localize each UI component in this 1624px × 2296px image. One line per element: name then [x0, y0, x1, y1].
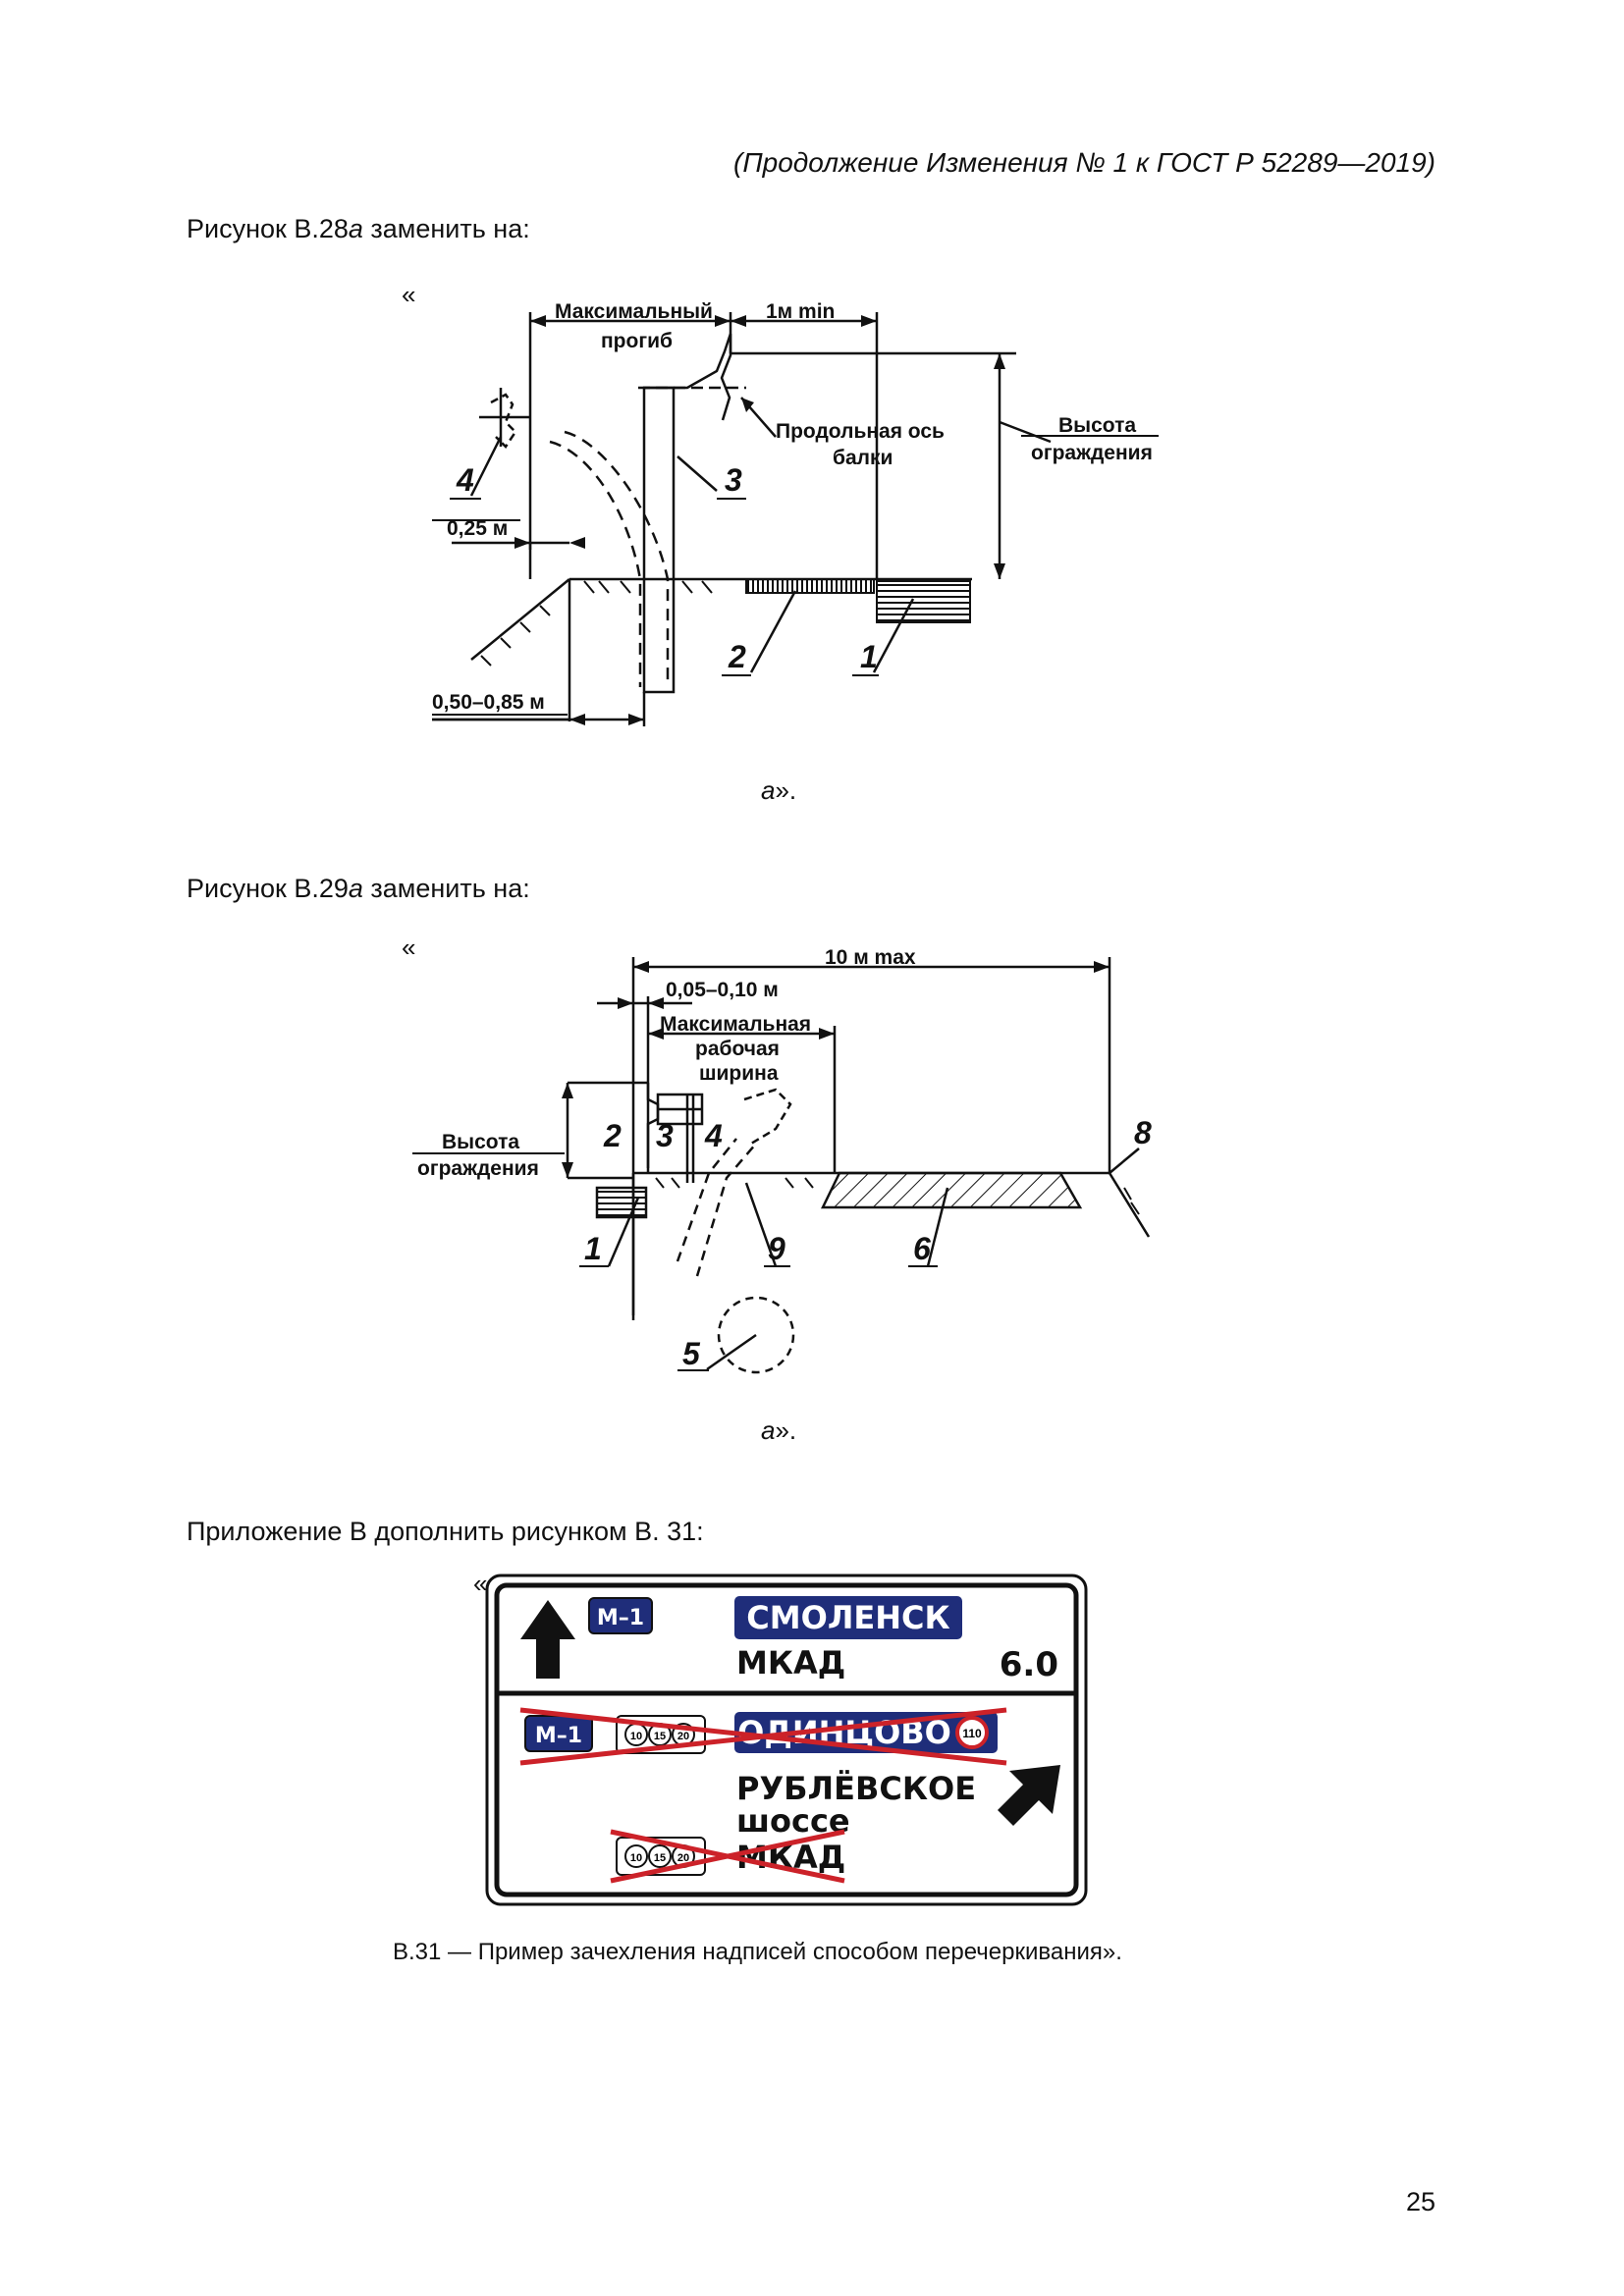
- fig29-num-9: 9: [768, 1231, 785, 1266]
- fig28-label-height: Высота: [1058, 414, 1136, 437]
- route-number-crossed: М–1: [535, 1724, 582, 1748]
- fig29-instruction: Рисунок В.29а заменить на:: [187, 874, 530, 903]
- tonnage-bottom-10: 10: [630, 1852, 642, 1864]
- tonnage-bottom-20: 20: [677, 1852, 689, 1864]
- fig28-open-quote: «: [402, 280, 416, 309]
- fig28-num-1: 1: [860, 639, 878, 674]
- fig31-open-quote: «: [473, 1569, 488, 1598]
- fig28-label-axis: Продольная ось: [776, 420, 945, 443]
- fig29-label-work2: рабочая: [695, 1038, 780, 1060]
- fig29-num-2: 2: [603, 1118, 622, 1153]
- fig29-open-quote: «: [402, 933, 416, 962]
- fig29-num-3: 3: [656, 1118, 674, 1153]
- fig28-label-max2: прогиб: [601, 330, 673, 352]
- fig29-num-8: 8: [1134, 1115, 1152, 1150]
- fig28-slope: [470, 578, 570, 661]
- fig28-instruction: Рисунок В.28а заменить на:: [187, 214, 530, 243]
- fig28-num-4: 4: [456, 462, 474, 498]
- destination-smolensk: СМОЛЕНСК: [746, 1599, 949, 1636]
- fig29-label-height2: ограждения: [417, 1157, 539, 1180]
- fig29-label-10m: 10 м max: [825, 946, 916, 969]
- straight-arrow-icon: [520, 1600, 575, 1679]
- fig29-num-4: 4: [704, 1118, 723, 1153]
- destination-mkad-top: МКАД: [736, 1644, 845, 1682]
- fig28-label-height2: ограждения: [1031, 442, 1153, 464]
- document-header: (Продолжение Изменения № 1 к ГОСТ Р 5228…: [733, 147, 1435, 178]
- speed-limit-value: 110: [962, 1727, 982, 1740]
- road-name-1: РУБЛЁВСКОЕ: [736, 1770, 976, 1807]
- fig28-caption: а».: [761, 775, 797, 805]
- fig28-num-3: 3: [725, 462, 742, 498]
- fig29-label-work1: Максимальная: [660, 1013, 811, 1036]
- fig31-instruction: Приложение В дополнить рисунком В. 31:: [187, 1517, 704, 1546]
- fig29-num-5: 5: [682, 1336, 701, 1371]
- page-number: 25: [1405, 2187, 1435, 2216]
- fig31-caption: В.31 — Пример зачехления надписей способ…: [393, 1939, 1122, 1965]
- fig28-label-axis2: балки: [833, 447, 893, 469]
- fig28-label-max: Максимальный: [555, 300, 713, 323]
- fig28-label-1m: 1м min: [766, 300, 835, 323]
- fig29-label-005: 0,05–0,10 м: [666, 979, 779, 1001]
- tonnage-10: 10: [630, 1731, 642, 1742]
- route-number-top: М–1: [597, 1606, 644, 1630]
- tonnage-bottom-15: 15: [654, 1852, 666, 1864]
- fig28-beam: [643, 333, 732, 421]
- fig28-label-050: 0,50–0,85 м: [432, 691, 545, 714]
- fig29-num-6: 6: [913, 1231, 931, 1266]
- diagonal-arrow-icon: [998, 1765, 1060, 1826]
- tonnage-15: 15: [654, 1731, 666, 1742]
- tonnage-20: 20: [677, 1731, 689, 1742]
- fig28-num-2: 2: [728, 639, 746, 674]
- fig29-num-1: 1: [584, 1231, 602, 1266]
- fig29-caption: а».: [761, 1415, 797, 1445]
- fig28-item4: [490, 393, 517, 449]
- fig29-label-height: Высота: [442, 1131, 519, 1153]
- distance-value: 6.0: [1000, 1645, 1058, 1684]
- fig28-deflected-post: [549, 440, 642, 687]
- fig29-label-work3: ширина: [699, 1062, 779, 1085]
- fig28-label-025: 0,25 м: [447, 517, 508, 540]
